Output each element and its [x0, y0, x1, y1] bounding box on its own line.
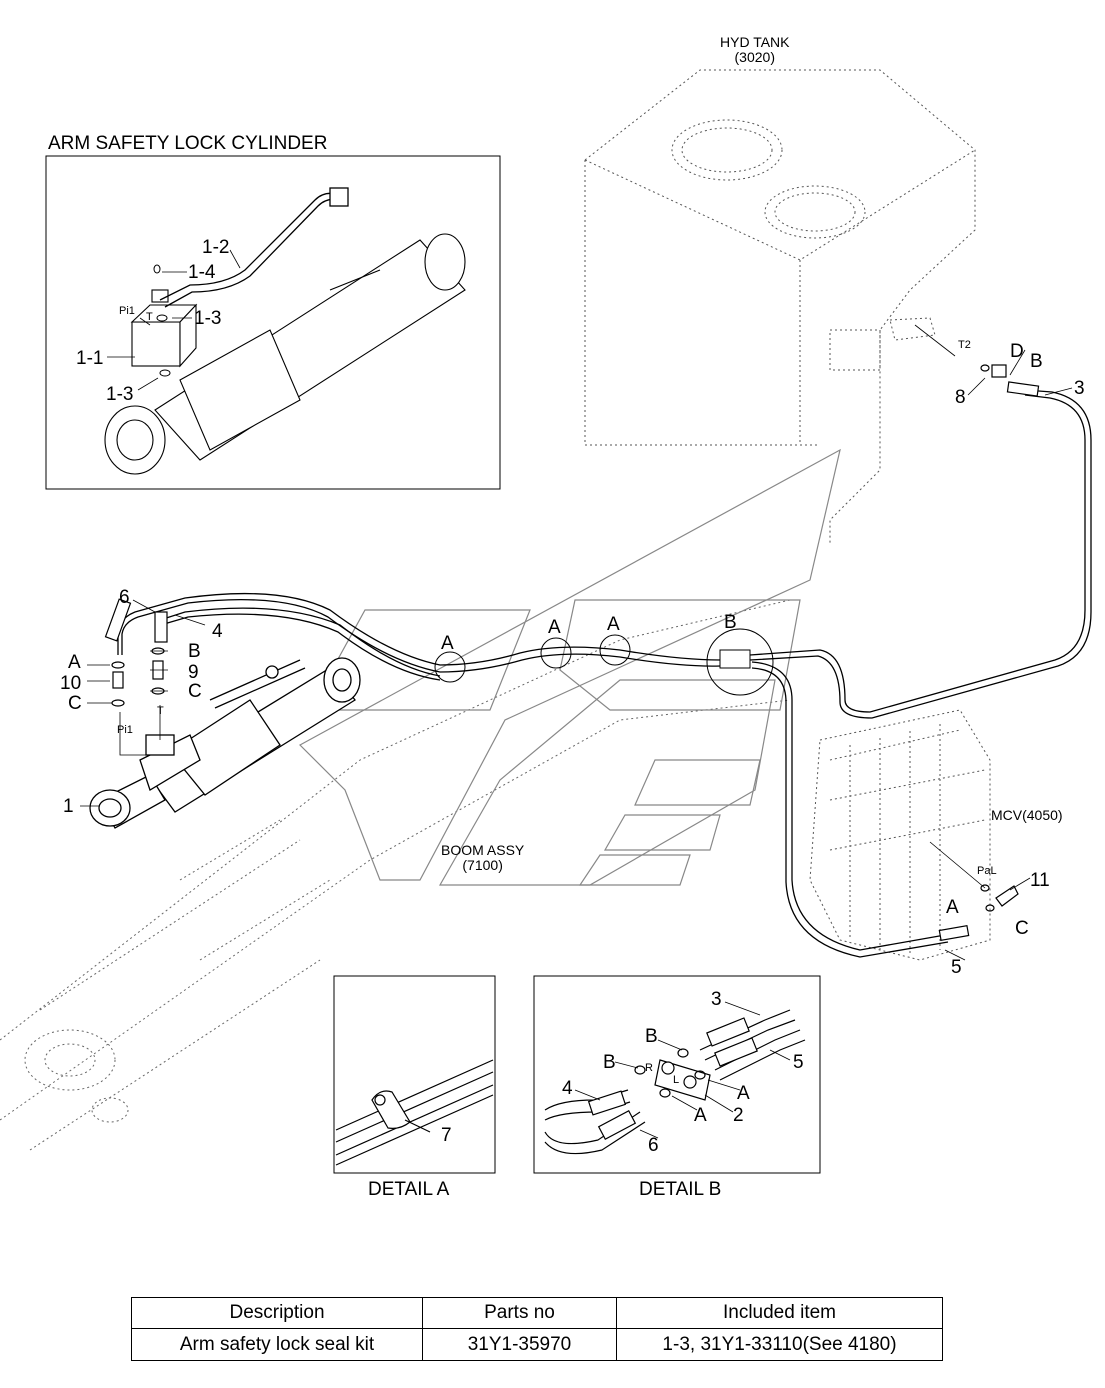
detail-marker-A-2: A	[548, 617, 561, 638]
hose-fittings	[104, 381, 1040, 942]
detail-b-port-R: R	[645, 1062, 653, 1074]
detail-markers	[434, 628, 774, 696]
arm-safety-lock-cylinder	[89, 657, 361, 829]
detail-b-frame	[533, 975, 821, 1174]
detail-b-callout-A-bottom: A	[694, 1105, 707, 1126]
hyd-tank-outline	[584, 69, 976, 545]
callout-3: 3	[1074, 378, 1085, 399]
header-description: Description	[131, 1297, 423, 1329]
header-parts-no: Parts no	[422, 1297, 617, 1329]
callout-B-left: B	[188, 641, 201, 662]
callout-A-mcv: A	[946, 897, 959, 918]
inset-callout-1-3-bottom: 1-3	[106, 384, 134, 405]
inset-leaders	[107, 249, 241, 391]
table-row: Arm safety lock seal kit 31Y1-35970 1-3,…	[131, 1328, 943, 1361]
watermark-logo	[299, 448, 841, 886]
detail-marker-A-3: A	[607, 614, 620, 635]
tank-label: HYD TANK (3020)	[720, 35, 790, 64]
inset-callout-1-4: 1-4	[188, 262, 216, 283]
callout-9: 9	[188, 662, 199, 683]
callout-11: 11	[1030, 870, 1050, 891]
callout-5: 5	[951, 957, 962, 978]
tank-label-name: HYD TANK	[720, 34, 790, 50]
detail-marker-A-1: A	[441, 633, 454, 654]
o-rings	[111, 364, 1019, 912]
inset-port-t: T	[146, 311, 153, 323]
callout-D: D	[1010, 341, 1024, 362]
callout-C-right: C	[188, 681, 202, 702]
callout-4: 4	[212, 621, 223, 642]
detail-b-callout-B-top: B	[645, 1026, 658, 1047]
callout-PaL: PaL	[977, 865, 997, 877]
parts-table-header: Description Parts no Included item	[131, 1297, 943, 1329]
mcv-outline	[809, 709, 991, 961]
detail-b-callout-2: 2	[733, 1105, 744, 1126]
cell-parts-no: 31Y1-35970	[422, 1328, 617, 1361]
mcv-label: MCV(4050)	[991, 807, 1063, 823]
detail-b-callout-3: 3	[711, 989, 722, 1010]
detail-b-leaders	[574, 1001, 791, 1139]
callout-T: T	[157, 705, 164, 717]
inset-frame	[45, 155, 501, 490]
callout-A-left: A	[68, 652, 81, 673]
callout-C-left: C	[68, 693, 82, 714]
callout-Pi1: Pi1	[117, 724, 133, 736]
callout-leaders	[80, 324, 1073, 961]
detail-marker-B: B	[724, 612, 737, 633]
boom-label-name: BOOM ASSY	[441, 842, 525, 858]
inset-callout-1-1: 1-1	[76, 348, 104, 369]
boom-label: BOOM ASSY (7100)	[441, 843, 524, 872]
detail-a-callout-7: 7	[441, 1125, 452, 1146]
detail-b-title: DETAIL B	[639, 1179, 722, 1200]
detail-b-callout-4: 4	[562, 1078, 573, 1099]
cell-included-item: 1-3, 31Y1-33110(See 4180)	[616, 1328, 943, 1361]
detail-b-callout-A-right: A	[737, 1083, 750, 1104]
header-included-item: Included item	[616, 1297, 943, 1329]
inset-title: ARM SAFETY LOCK CYLINDER	[48, 133, 328, 154]
detail-a-frame	[333, 975, 496, 1174]
detail-b-port-L: L	[673, 1074, 680, 1086]
callout-10: 10	[60, 673, 82, 694]
detail-b-callout-5: 5	[793, 1052, 804, 1073]
inset-pipe	[159, 187, 349, 308]
boom-outline	[0, 599, 791, 1151]
callout-T2: T2	[958, 339, 971, 351]
callout-C-mcv: C	[1015, 918, 1029, 939]
detail-b-callout-6: 6	[648, 1135, 659, 1156]
inset-callout-1-2: 1-2	[202, 237, 230, 258]
inset-port-pi1: Pi1	[119, 305, 135, 317]
tank-label-number: (3020)	[734, 48, 775, 65]
callout-6: 6	[119, 587, 130, 608]
inset-cylinder	[104, 233, 466, 475]
detail-b-fittings	[544, 1009, 806, 1155]
detail-a-clamp	[335, 1059, 494, 1166]
parts-table: Description Parts no Included item Arm s…	[131, 1297, 943, 1361]
inset-callout-1-3-top: 1-3	[194, 308, 222, 329]
hose-lines	[117, 389, 1092, 958]
detail-a-title: DETAIL A	[368, 1179, 450, 1200]
callout-B-right: B	[1030, 351, 1043, 372]
callout-1: 1	[63, 796, 74, 817]
callout-8: 8	[955, 387, 966, 408]
detail-b-callout-B-left: B	[603, 1052, 616, 1073]
boom-label-number: (7100)	[462, 856, 503, 873]
cell-description: Arm safety lock seal kit	[131, 1328, 423, 1361]
